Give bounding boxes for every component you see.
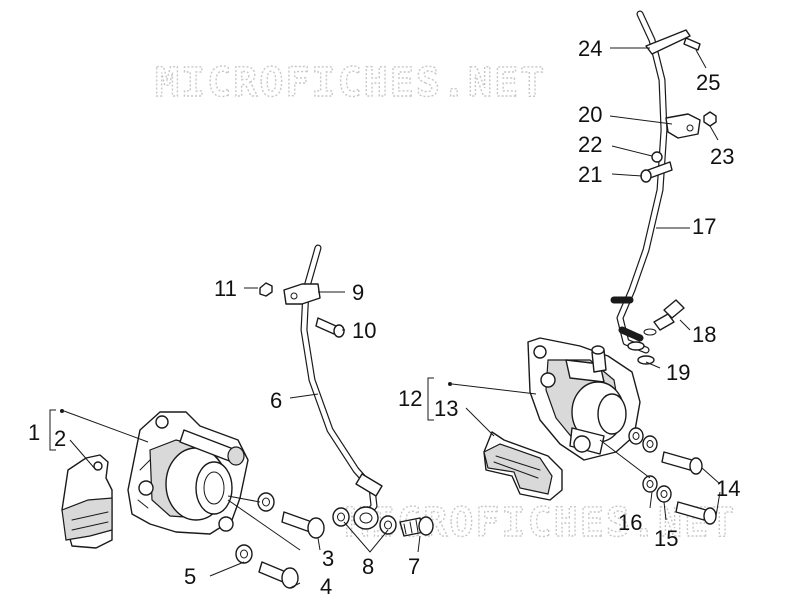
clip-20	[665, 113, 701, 139]
caliper-right	[527, 337, 641, 461]
brake-pads-left	[61, 454, 113, 549]
bolts-14	[661, 451, 717, 525]
callout-3: 3	[322, 546, 334, 571]
washer-22	[651, 151, 663, 163]
screw-10	[315, 317, 345, 338]
callout-17: 17	[692, 214, 716, 239]
callout-24: 24	[578, 36, 602, 61]
watermark-top: MICROFICHES.NET	[155, 60, 546, 106]
brake-hose-17	[610, 10, 668, 354]
bolt-4	[258, 561, 299, 589]
leader-lines	[49, 47, 721, 589]
washer-left-upper	[257, 492, 275, 512]
banjo-bolt-7	[399, 516, 434, 537]
callout-11: 11	[214, 276, 237, 301]
callout-16: 16	[618, 510, 642, 535]
callout-7: 7	[408, 554, 420, 579]
bolt-3	[281, 511, 325, 539]
callout-14: 14	[716, 476, 740, 501]
washers-15	[642, 435, 672, 503]
callout-6: 6	[270, 388, 282, 413]
nut-23	[703, 111, 717, 127]
clip-9	[283, 283, 321, 305]
guide-24	[645, 29, 691, 55]
callout-12: 12	[398, 386, 422, 411]
callout-10: 10	[352, 318, 376, 343]
callout-9: 9	[352, 280, 364, 305]
callout-2: 2	[54, 426, 66, 451]
callout-labels: 1 2 3 4 5 6 7 8 9 10 11 12 13 14 15 16 1…	[28, 36, 740, 599]
washer-left-lower	[235, 544, 253, 564]
callout-15: 15	[654, 526, 678, 551]
callout-22: 22	[578, 132, 602, 157]
callout-19: 19	[666, 360, 690, 385]
screw-25	[683, 37, 701, 51]
callout-21: 21	[578, 162, 602, 187]
nut-11	[259, 282, 273, 297]
callout-20: 20	[578, 102, 602, 127]
callout-8: 8	[362, 554, 374, 579]
bleed-screw-18	[643, 299, 685, 336]
screw-21	[640, 161, 673, 183]
callout-18: 18	[692, 322, 716, 347]
brake-pads-right	[483, 431, 563, 501]
callout-4: 4	[320, 574, 332, 599]
callout-5: 5	[184, 564, 196, 589]
caliper-left	[127, 411, 249, 535]
callout-23: 23	[710, 144, 734, 169]
callout-1: 1	[28, 420, 40, 445]
callout-25: 25	[696, 70, 720, 95]
washers-8	[332, 507, 397, 535]
callout-13: 13	[434, 396, 458, 421]
washers-19	[627, 341, 655, 365]
washers-16	[628, 427, 658, 493]
